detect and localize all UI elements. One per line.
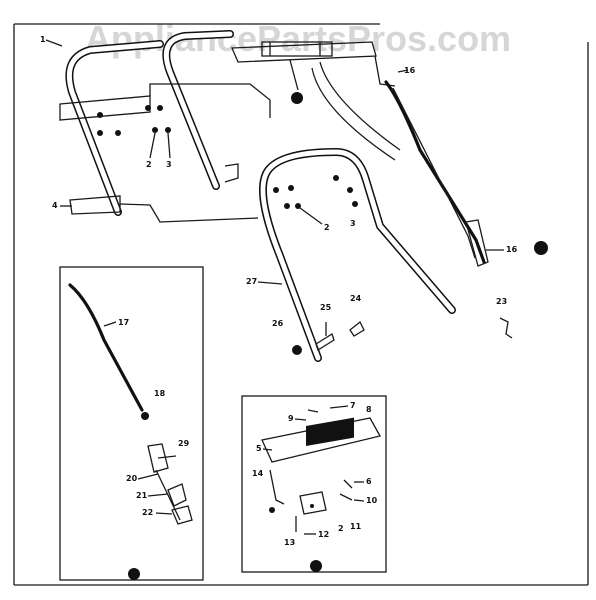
callout-11: 11 [350, 522, 362, 531]
callout-20: 20 [126, 474, 138, 483]
callout-17: 17 [118, 318, 129, 327]
callout-1: 1 [40, 35, 46, 44]
callout-29: 29 [178, 439, 190, 448]
lower-bracket [60, 83, 271, 223]
callout-16a: 16 [404, 66, 416, 75]
control-bar [231, 41, 401, 161]
callout-labels: 1 2 3 4 2 3 16 16 27 25 24 26 23 17 18 2… [40, 35, 518, 547]
inset-box-left [59, 266, 204, 581]
callout-7: 7 [350, 401, 356, 410]
callout-10: 10 [366, 496, 378, 505]
callout-13: 13 [284, 538, 295, 547]
inset-box-right [241, 395, 387, 573]
callout-18: 18 [154, 389, 166, 398]
callout-14: 14 [252, 469, 264, 478]
callout-21: 21 [136, 491, 148, 500]
callout-24: 24 [350, 294, 362, 303]
small-fasteners [292, 317, 513, 355]
page-frame [13, 23, 589, 586]
callout-26: 26 [272, 319, 284, 328]
callout-23: 23 [496, 297, 507, 306]
control-rod-right [384, 69, 548, 267]
callout-16b: 16 [506, 245, 518, 254]
callout-8a: 8 [366, 405, 372, 414]
callout-2c: 2 [338, 524, 344, 533]
callout-4: 4 [52, 201, 58, 210]
callout-12: 12 [318, 530, 329, 539]
upper-hardware [97, 105, 171, 159]
callout-3a: 3 [166, 160, 172, 169]
callout-5: 5 [256, 444, 262, 453]
callout-22: 22 [142, 508, 153, 517]
callout-2b: 2 [324, 223, 330, 232]
callout-27: 27 [246, 277, 257, 286]
upper-handle [59, 30, 239, 216]
cap-icon [534, 241, 548, 255]
callout-2a: 2 [146, 160, 152, 169]
callout-25: 25 [320, 303, 332, 312]
knob-icon [291, 92, 303, 104]
callout-9: 9 [288, 414, 294, 423]
lower-handle [258, 147, 456, 362]
callout-3b: 3 [350, 219, 356, 228]
callout-6: 6 [366, 477, 372, 486]
